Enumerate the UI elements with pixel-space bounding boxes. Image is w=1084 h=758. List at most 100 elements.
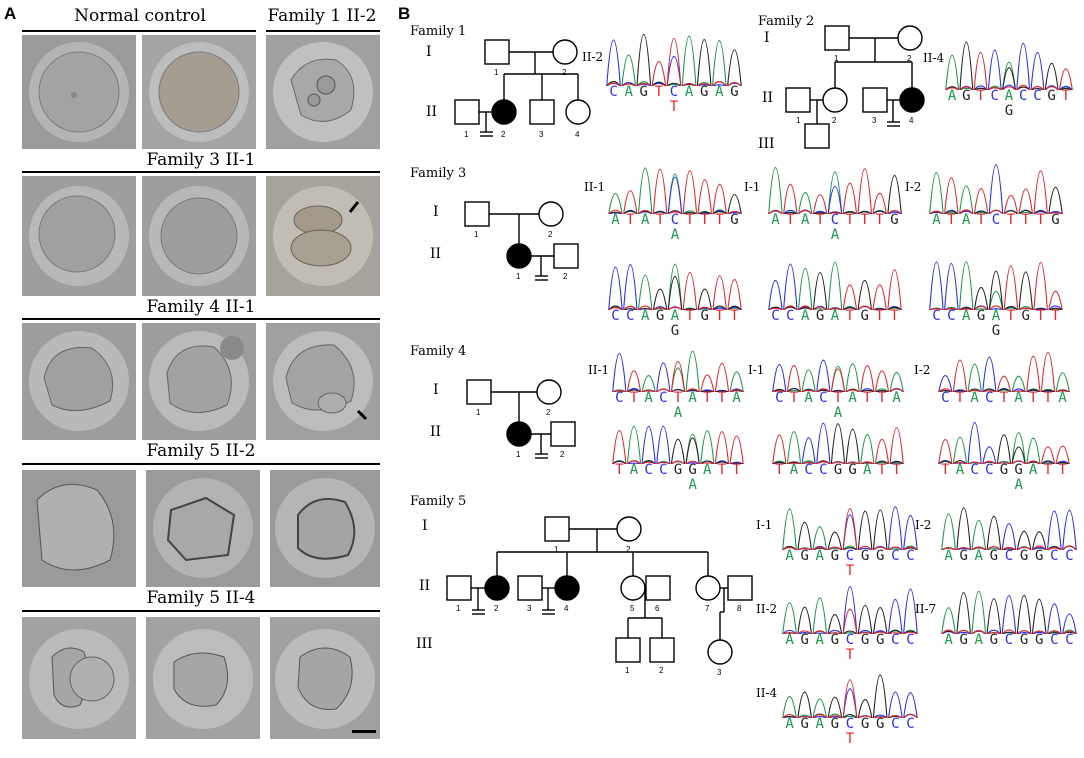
base-letter: T (717, 390, 727, 406)
individual-number: 3 (527, 604, 532, 613)
trace-g-channel (772, 423, 904, 464)
base-letter: C (644, 462, 653, 478)
base-letter: C (830, 212, 840, 228)
trace-t-channel (612, 361, 744, 392)
generation-label: I (764, 30, 770, 46)
base-letter: A (955, 462, 965, 478)
trace-label: I-2 (914, 363, 931, 377)
trace-label: II-4 (923, 51, 945, 65)
base-letter: T (976, 212, 986, 228)
trace-label: II-7 (915, 602, 937, 616)
individual-number: 1 (464, 130, 469, 139)
base-letter: A (892, 390, 901, 406)
base-letter: C (804, 462, 813, 478)
base-letter: T (615, 462, 624, 478)
trace-c-channel (772, 423, 904, 464)
base-letter: A (961, 212, 971, 228)
trace-a-channel (941, 513, 1077, 550)
base-letter: G (639, 84, 648, 100)
base-letter: C (1033, 88, 1042, 104)
base-letter: A (715, 84, 724, 100)
group-title-family3: Family 3 II-1 (146, 150, 256, 170)
base-letter: T (1006, 212, 1016, 228)
base-letter: G (800, 632, 809, 648)
base-letter: C (970, 462, 979, 478)
trace-g-channel (941, 592, 1077, 634)
trace-g-channel (612, 437, 744, 464)
trace-g-channel (612, 388, 744, 392)
base-letter: T (786, 212, 795, 228)
trace-t-channel (768, 269, 902, 310)
base-letter: C (906, 716, 915, 732)
base-letter: G (875, 632, 885, 648)
base-letter: A (611, 212, 620, 228)
base-letter: G (1047, 88, 1056, 104)
individual-number: 8 (737, 604, 742, 613)
individual-number: 1 (474, 230, 479, 239)
trace-plot (782, 506, 918, 550)
variant-base: G (991, 323, 1001, 339)
individual-number: 2 (494, 604, 499, 613)
trace-g-channel (938, 388, 1070, 392)
group-rule (22, 610, 380, 612)
base-letter: G (730, 84, 739, 100)
base-letter: G (830, 548, 840, 564)
trace-a-channel (612, 351, 744, 392)
base-letter: A (944, 632, 953, 648)
base-letter: A (863, 462, 872, 478)
trace-plot (938, 351, 1070, 392)
trace-c-channel (941, 595, 1077, 634)
embryo-image (142, 323, 256, 440)
base-letter: G (688, 462, 697, 478)
base-letter: A (785, 716, 794, 732)
base-letter: T (685, 308, 695, 324)
trace-t-channel (945, 52, 1073, 90)
variant-base: G (670, 323, 680, 339)
trace-plot (608, 263, 742, 310)
trace-t-channel (941, 629, 1077, 634)
generation-label: II (419, 578, 431, 594)
variant-base: T (845, 563, 855, 579)
trace-c-channel (782, 586, 918, 634)
base-letter: T (1036, 308, 1045, 324)
base-letter: T (890, 308, 899, 324)
base-letter: G (848, 462, 857, 478)
generation-label: II (762, 90, 774, 106)
generation-label: III (416, 636, 433, 652)
base-letter: A (688, 390, 697, 406)
group-title-family5-ii4: Family 5 II-4 (146, 588, 256, 608)
individual-number: 1 (796, 116, 801, 125)
family-label: Family 1 (410, 24, 467, 39)
base-letter: A (785, 548, 794, 564)
individual-number: 2 (560, 450, 565, 459)
base-letter: A (684, 84, 694, 100)
individual-number: 1 (476, 408, 481, 417)
base-letter: A (703, 462, 712, 478)
base-letter: C (659, 390, 668, 406)
embryo-image (22, 470, 136, 587)
base-letter: A (624, 84, 633, 100)
trace-t-channel (782, 508, 918, 550)
panel-a-letter: A (4, 4, 17, 23)
base-letter: A (1004, 88, 1014, 104)
individual-number: 4 (564, 604, 569, 613)
trace-g-channel (782, 604, 918, 634)
base-letter: G (989, 548, 999, 564)
base-letter: T (875, 308, 884, 324)
trace-plot (929, 261, 1063, 310)
individual-number: 1 (554, 545, 559, 554)
base-letter: A (974, 548, 983, 564)
base-letter: A (629, 462, 639, 478)
base-letter: T (845, 212, 855, 228)
trace-a-channel (938, 432, 1070, 464)
individual-number: 4 (909, 116, 914, 125)
group-title-family4: Family 4 II-1 (146, 297, 256, 317)
